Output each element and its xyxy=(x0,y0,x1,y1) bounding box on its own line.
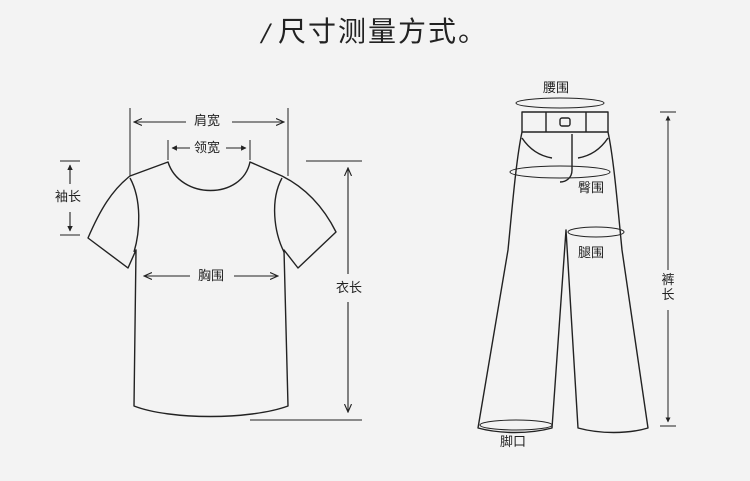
pants-outline xyxy=(478,132,648,433)
pants-arrows xyxy=(660,112,676,426)
thigh-oval xyxy=(568,227,624,237)
tshirt-left-armhole xyxy=(130,178,139,252)
hem-oval xyxy=(480,420,552,430)
label-shoulder-width: 肩宽 xyxy=(194,115,220,128)
label-collar-width: 领宽 xyxy=(194,142,220,155)
button xyxy=(560,118,570,126)
tshirt-drawing xyxy=(88,162,336,417)
tshirt-arrows xyxy=(70,122,348,412)
label-hip: 臀围 xyxy=(578,182,604,195)
tshirt-outline xyxy=(88,162,336,417)
label-body-length: 衣长 xyxy=(336,282,362,295)
hip-oval xyxy=(510,166,610,178)
label-waist: 腰围 xyxy=(543,82,569,95)
label-thigh: 腿围 xyxy=(578,247,604,260)
pants-drawing xyxy=(478,98,648,433)
label-chest: 胸围 xyxy=(198,270,224,283)
waistband xyxy=(522,112,608,132)
fly-seam xyxy=(560,134,572,182)
tshirt-right-armhole xyxy=(275,178,284,252)
label-hem: 脚口 xyxy=(500,436,526,449)
label-sleeve-length: 袖长 xyxy=(55,191,81,204)
right-pocket xyxy=(578,138,608,158)
waist-oval xyxy=(516,98,604,108)
left-pocket xyxy=(522,138,552,158)
label-pant-length: 裤长 xyxy=(661,274,675,304)
